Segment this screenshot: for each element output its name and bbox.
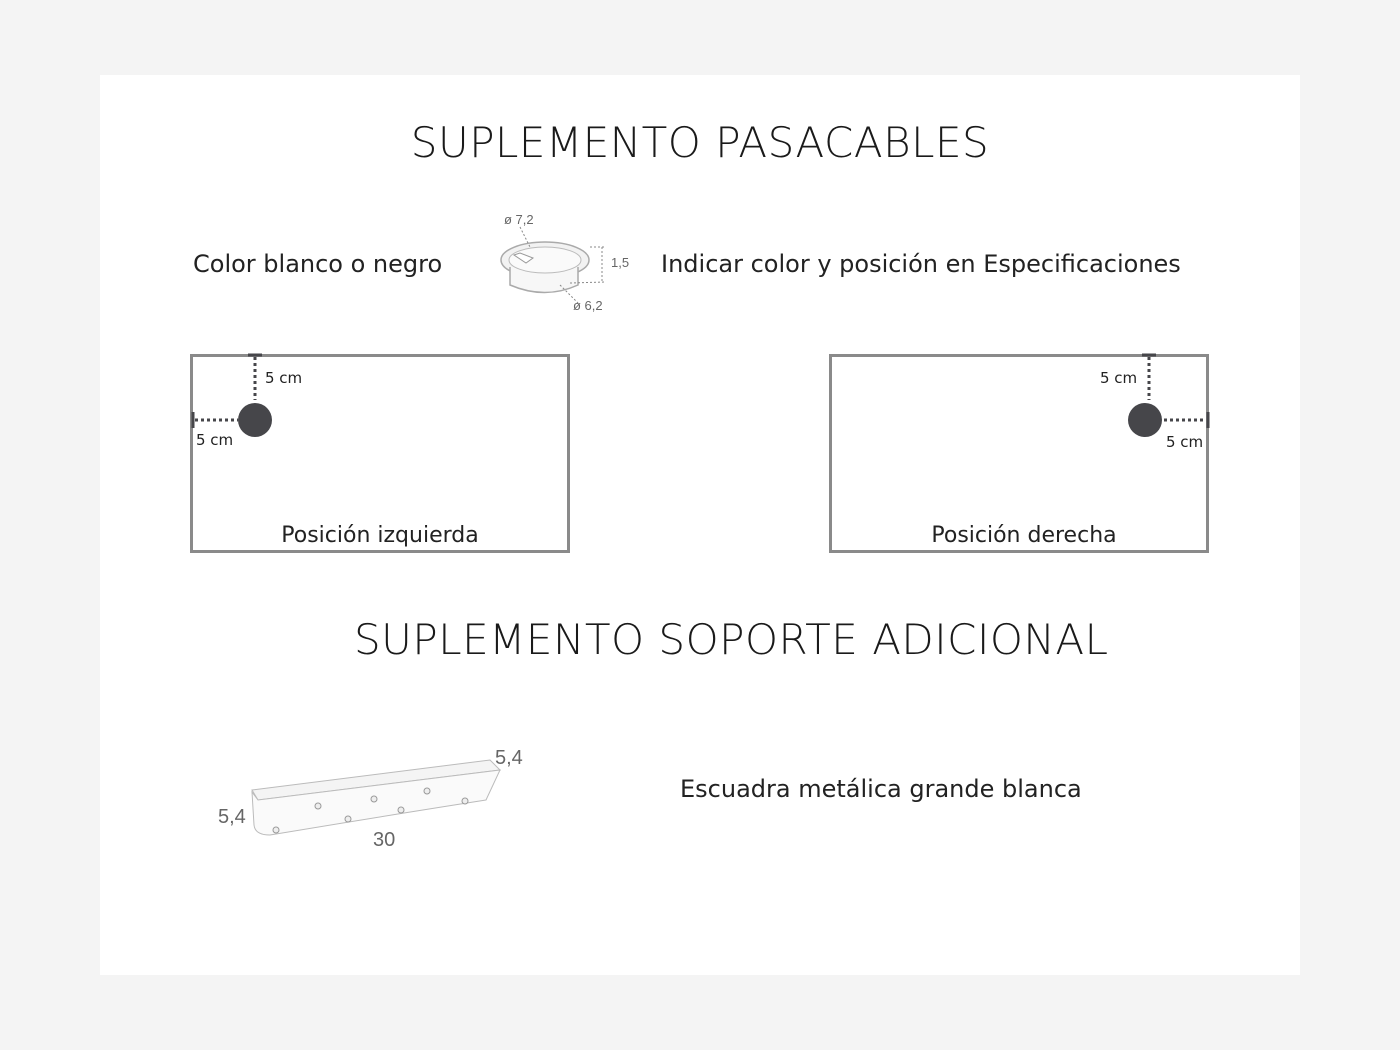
hole-marker (238, 403, 272, 437)
left-position-label: Posición izquierda (281, 523, 479, 548)
bracket-height-label: 5,4 (218, 806, 246, 828)
section-title-soporte: SUPLEMENTO SOPORTE ADICIONAL (354, 615, 1109, 664)
bracket-length-label: 30 (373, 829, 395, 851)
right-side-offset: 5 cm (1166, 433, 1204, 451)
left-top-offset: 5 cm (265, 369, 303, 387)
right-offset-markers (1128, 353, 1210, 437)
right-top-offset: 5 cm (1100, 369, 1138, 387)
bracket-illustration: 5,4 5,4 30 (218, 747, 523, 851)
grommet-illustration: ø 7,2 1,5 ø 6,2 (500, 212, 629, 313)
left-side-offset: 5 cm (196, 431, 234, 449)
instructions-text: Indicar color y posición en Especificaci… (661, 250, 1181, 278)
bottom-diameter-label: ø 6,2 (573, 298, 603, 313)
left-position-box[interactable] (190, 354, 570, 553)
top-diameter-label: ø 7,2 (504, 212, 534, 227)
right-position-label: Posición derecha (931, 523, 1117, 548)
right-position-box[interactable] (829, 354, 1209, 553)
hole-marker (1128, 403, 1162, 437)
color-text: Color blanco o negro (193, 250, 443, 278)
left-offset-markers (191, 353, 272, 437)
section-title-pasacables: SUPLEMENTO PASACABLES (410, 118, 990, 167)
height-label: 1,5 (611, 255, 629, 270)
bracket-description: Escuadra metálica grande blanca (680, 775, 1082, 803)
bracket-width-label: 5,4 (495, 747, 523, 769)
